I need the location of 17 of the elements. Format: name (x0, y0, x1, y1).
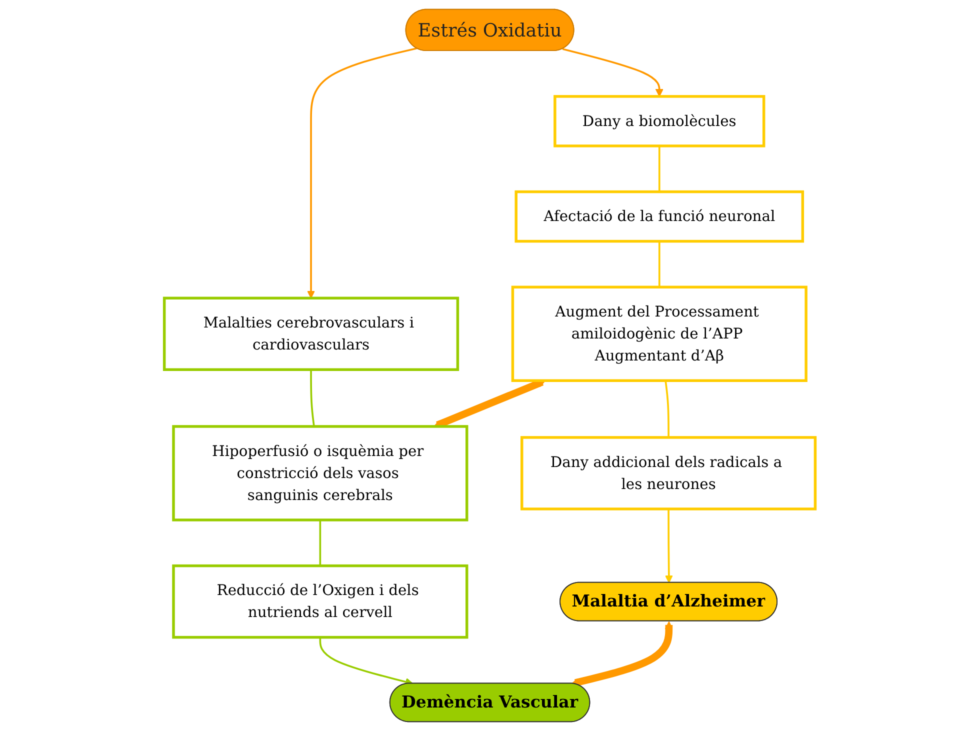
node-box: Hipoperfusió o isquèmia per constricció dels vasos sanguinis cerebrals (172, 425, 468, 522)
arrow (571, 621, 673, 686)
connector (310, 370, 315, 427)
node-box: Reducció de l’Oxigen i dels nutriends al cervell (172, 564, 468, 639)
connector (658, 146, 660, 192)
node-box: Malalties cerebrovasculars i cardiovasculars (162, 296, 459, 371)
node-box: Augment del Processament amiloidogènic de l’APP Augmentant d’Aβ (511, 286, 808, 382)
node-box: Dany addicional dels radicals a les neurones (520, 436, 816, 510)
connector (318, 520, 321, 566)
arrow (664, 508, 673, 584)
node-box: Afectació de la funció neuronal (514, 190, 804, 243)
arrow (562, 48, 664, 97)
connector (658, 241, 660, 288)
arrow (306, 47, 417, 298)
node-box: Dany a biomolècules (553, 95, 765, 148)
arrow (318, 637, 413, 686)
connector (664, 380, 670, 438)
